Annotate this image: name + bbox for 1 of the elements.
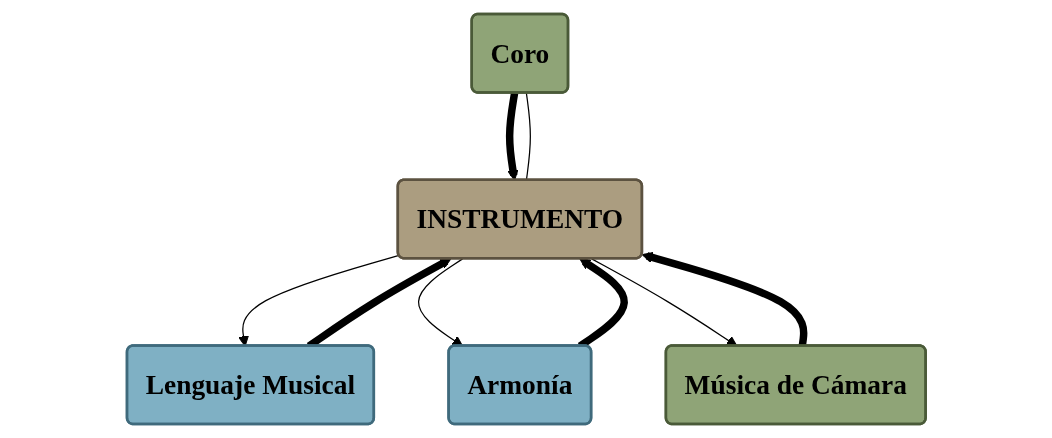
arrow [417, 258, 463, 347]
